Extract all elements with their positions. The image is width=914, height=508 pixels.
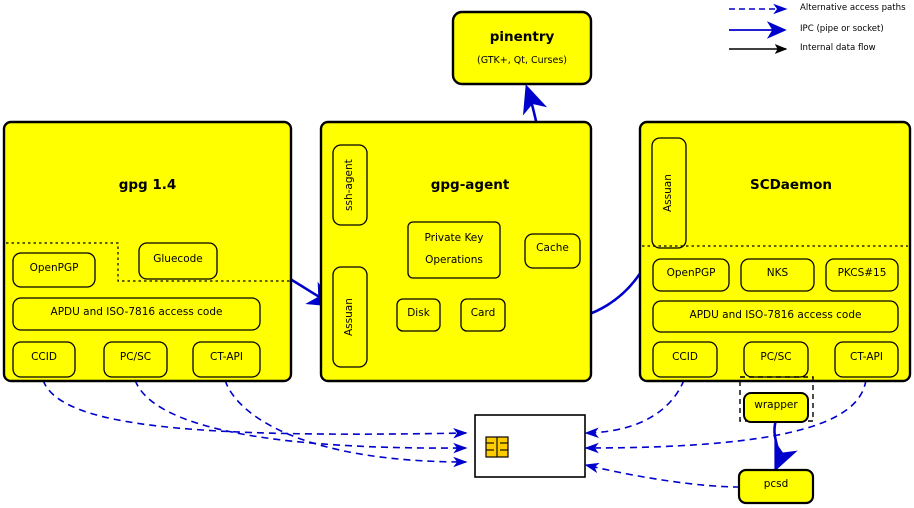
ipc-wrapper-to-pcsd	[773, 419, 798, 472]
gpg-agent-private-key-operations-box[interactable]	[407, 221, 501, 279]
scdaemon-app-pkcs15-box[interactable]	[825, 258, 899, 292]
gpg-reader-pcsc-box[interactable]	[103, 341, 168, 378]
alt-gpg-ctapi-to-card	[224, 379, 468, 468]
gpg-agent-assuan-box[interactable]	[332, 266, 368, 368]
scdaemon-reader-pcsc-box[interactable]	[743, 341, 809, 378]
scdaemon-apdu-box[interactable]	[652, 300, 899, 333]
gpg-reader-ccid-box[interactable]	[12, 341, 76, 378]
gpg-dotted-region	[6, 242, 291, 282]
gpg-agent-ssh-agent-box[interactable]	[332, 144, 368, 226]
alt-pcsd-to-card	[584, 462, 741, 488]
pinentry-box[interactable]	[451, 10, 593, 86]
alt-gpg-pcsc-to-pcsd	[134, 379, 468, 454]
pcsd-box[interactable]	[737, 468, 815, 505]
alt-scd-ctapi-to-card	[584, 379, 867, 454]
wrapper-box[interactable]	[743, 392, 809, 423]
gpg-reader-ctapi-box[interactable]	[192, 341, 261, 378]
gpg-agent-cache-box[interactable]	[524, 233, 581, 269]
gpg-agent-card-box[interactable]	[460, 298, 506, 332]
gpg-apdu-box[interactable]	[12, 297, 261, 331]
scdaemon-reader-ctapi-box[interactable]	[834, 341, 899, 378]
scdaemon-app-openpgp-box[interactable]	[652, 258, 730, 292]
gpg-openpgp-box[interactable]	[12, 252, 96, 288]
scdaemon-assuan-box[interactable]	[651, 137, 687, 249]
smartcard-chip-icon	[485, 436, 509, 458]
alt-scd-ccid-to-card	[584, 379, 685, 439]
gpg-gluecode-box[interactable]	[138, 242, 218, 280]
scdaemon-app-nks-box[interactable]	[740, 258, 815, 292]
scdaemon-reader-ccid-box[interactable]	[652, 341, 718, 378]
gpg-agent-disk-box[interactable]	[396, 298, 441, 332]
